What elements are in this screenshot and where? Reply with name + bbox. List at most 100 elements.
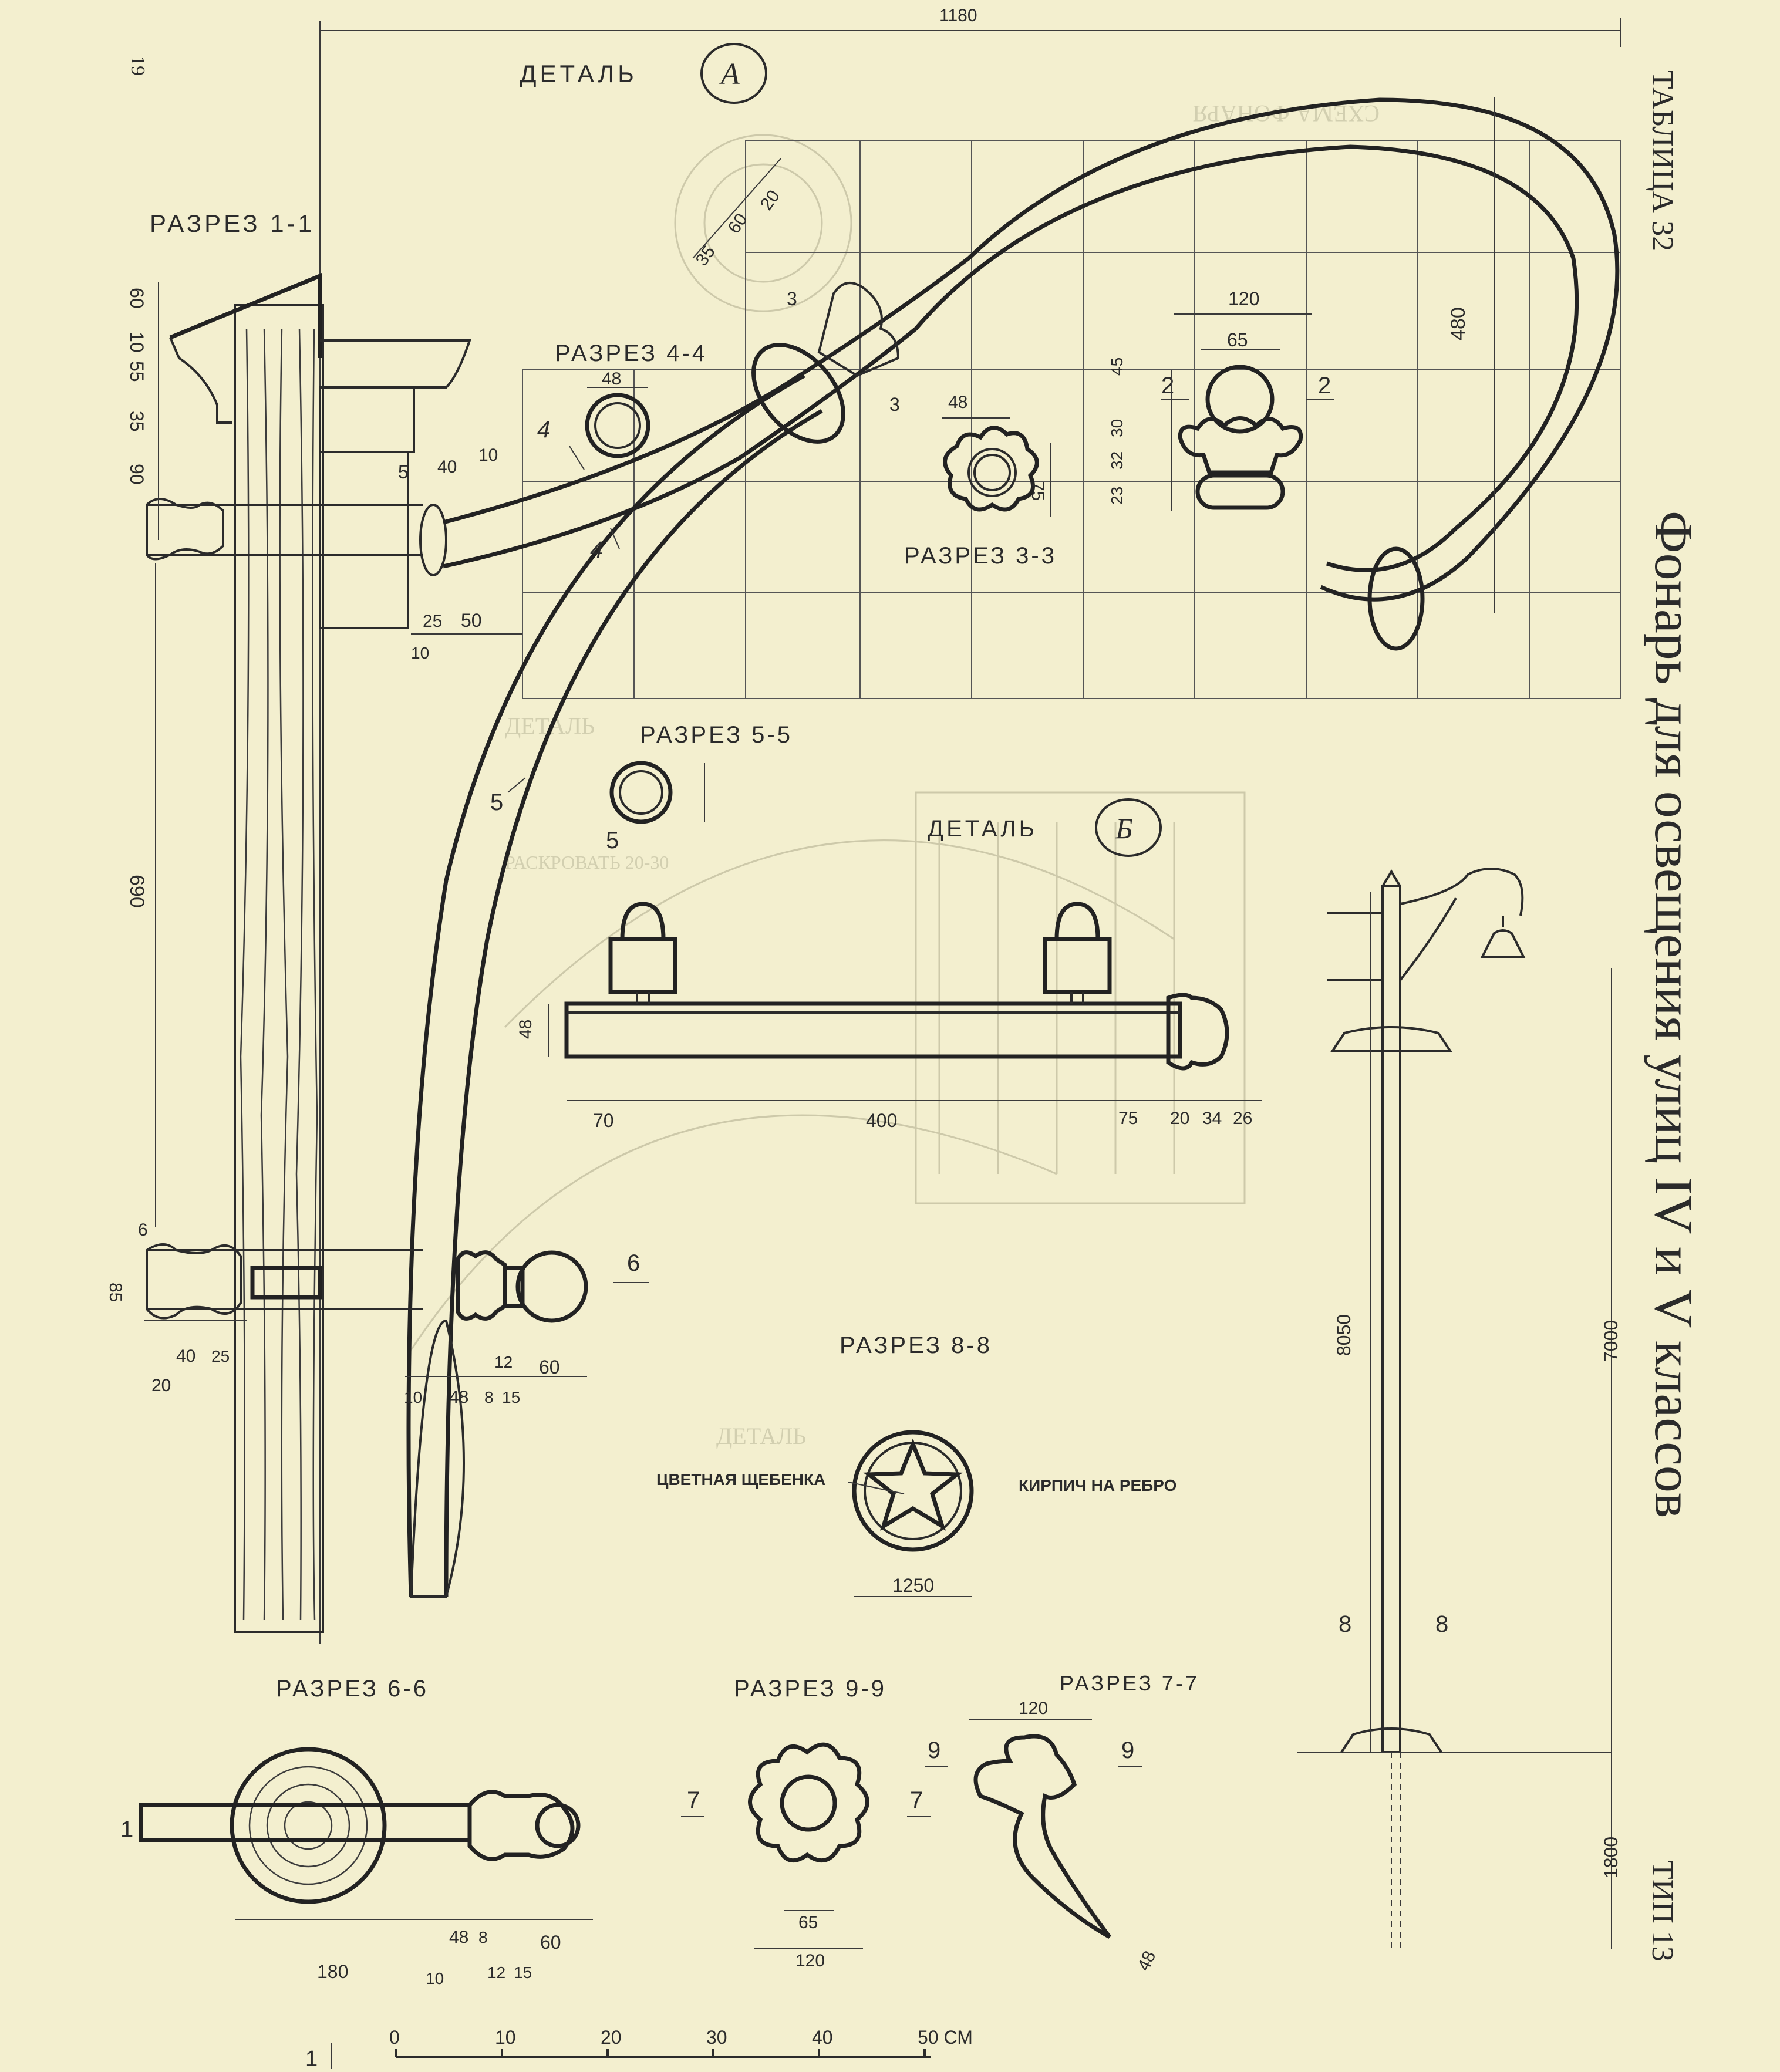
mark-4-b: 4 [590, 537, 603, 563]
lower-knob-ball [515, 1250, 588, 1323]
base-inner-ring [864, 1442, 962, 1540]
wood-grain-4 [295, 328, 304, 1621]
sec-3-3-hole-inner [973, 454, 1011, 491]
dim-7-7-120: 120 [1019, 1699, 1048, 1718]
bleed-through-layer: СХЕМА ФОНАРЯ ДЕТАЛЬ РАСКРОВАТЬ 20-30 ДЕТ… [410, 100, 1380, 1449]
lamp-ball [1205, 365, 1275, 434]
dim-left-25: 25 [211, 1347, 230, 1365]
dim-arc-60: 60 [724, 210, 751, 237]
mark-3-b: 3 [889, 394, 900, 415]
dim-knob-10: 10 [404, 1388, 422, 1406]
support-foot [409, 1319, 465, 1598]
sec-9-9-hole [780, 1774, 837, 1832]
section-4-4: РАЗРЕЗ 4-4 48 [555, 340, 705, 458]
lamp-foot [1340, 1727, 1442, 1753]
detail-b-label: ДЕТАЛЬ [928, 816, 1037, 842]
lamp-base-ring [1195, 473, 1285, 510]
insulator-left-body [608, 937, 677, 994]
lamp-crossbars [1327, 912, 1383, 981]
dim-6-6-15: 15 [514, 1963, 532, 1982]
sec-3-3-hole [967, 448, 1017, 497]
scale-tick-label: 30 [706, 2027, 727, 2048]
mark-4-a: 4 [537, 417, 550, 443]
sec-7-7-profile [973, 1734, 1111, 1939]
mark-7-b: 7 [910, 1787, 923, 1813]
bracket-flange [146, 498, 224, 561]
dim-arc-480: 480 [1447, 307, 1469, 340]
dim-cap-60: 60 [126, 288, 147, 309]
sec-5-5-label: РАЗРЕЗ 5-5 [640, 722, 793, 748]
lower-knob-neck [503, 1266, 525, 1308]
dim-left-20: 20 [151, 1376, 171, 1395]
dim-6-6-48: 48 [449, 1928, 468, 1947]
sec-6-6-bolt [139, 1803, 472, 1842]
dim-6-6-180: 180 [317, 1961, 348, 1982]
scale-tick-label: 40 [812, 2027, 833, 2048]
bracket-arms: 3 3 4 4 5 35 60 20 480 [406, 97, 1620, 1598]
dim-bracket-25: 25 [423, 612, 442, 631]
dim-8-8-1250: 1250 [892, 1575, 934, 1596]
mark-3-a: 3 [787, 288, 797, 309]
note-gravel-leader [848, 1482, 905, 1494]
scale-tick-label: 10 [495, 2027, 516, 2048]
mark-9-a: 9 [928, 1737, 940, 1763]
cap-profile-left [169, 337, 232, 424]
dim-lamp-7000: 7000 [1600, 1320, 1621, 1362]
mark-5-top: 5 [398, 461, 409, 482]
dim-bracket-10b: 10 [411, 644, 429, 662]
section-8-8: РАЗРЕЗ 8-8 1250 ЦВЕТНАЯ ЩЕБЕНКА КИРПИЧ Н… [656, 1332, 1176, 1597]
section-1-1: РАЗРЕЗ 1-1 60 10 55 35 90 690 5 40 10 25… [126, 210, 522, 1633]
mark-5-tick [507, 777, 526, 793]
cap-profile-right [320, 339, 471, 389]
lower-bracket-flange [146, 1243, 242, 1320]
dim-lamp-23: 23 [1108, 487, 1126, 505]
dim-knob-8: 8 [484, 1388, 494, 1406]
sec-6-6-log [230, 1747, 387, 1904]
arm-coupling-collar [751, 343, 845, 444]
cap-band [319, 386, 415, 453]
dim-b-400: 400 [866, 1110, 897, 1131]
lower-bracket-tube [147, 1249, 423, 1310]
sec-5-5-ring [609, 761, 673, 824]
arm-ornament [817, 282, 900, 377]
crossbar-tube [564, 1001, 1182, 1059]
dim-knob-12: 12 [494, 1353, 513, 1371]
dim-bracket-40: 40 [437, 457, 457, 477]
dim-4-4-48: 48 [602, 369, 621, 389]
section-9-9: РАЗРЕЗ 9-9 7 7 65 120 [681, 1676, 931, 1970]
dim-b-26: 26 [1233, 1109, 1252, 1128]
dim-cap-90: 90 [126, 464, 147, 485]
sec-6-6-ring-3 [284, 1801, 333, 1850]
wood-grain-2 [260, 328, 269, 1621]
note-colored-gravel: ЦВЕТНАЯ ЩЕБЕНКА [656, 1470, 825, 1489]
dim-b-34: 34 [1202, 1109, 1222, 1128]
dim-lamp-65: 65 [1227, 329, 1248, 350]
sec-4-4-ring [585, 393, 650, 458]
dim-cap-55: 55 [126, 361, 147, 382]
dim-knob-60: 60 [539, 1356, 560, 1378]
lamp-post-shaft [1381, 885, 1401, 1753]
lamp-support [1399, 897, 1457, 981]
grid-frame-upper [745, 140, 1621, 699]
mark-9-b: 9 [1121, 1737, 1134, 1763]
ghost-heading-bottom: ДЕТАЛЬ [716, 1423, 806, 1449]
table-label: ТАБЛИЦА 32 [1646, 70, 1679, 251]
wood-grain-1 [240, 328, 250, 1621]
dim-arc-line [692, 158, 781, 259]
ghost-arc-lower [410, 1114, 1057, 1351]
lamp-scroll-arm [1400, 868, 1524, 916]
ghost-text-block [915, 791, 1246, 1204]
sec-6-6-eye-hole [535, 1803, 581, 1848]
dim-arc-20: 20 [757, 187, 784, 214]
insulator-right-pin [1070, 992, 1084, 1004]
dim-lamp-8050: 8050 [1333, 1314, 1354, 1356]
sec-9-9-rosette [748, 1742, 869, 1862]
dim-b-48: 48 [516, 1020, 535, 1039]
mark-2-a: 2 [1161, 373, 1174, 399]
dim-cap-35: 35 [126, 411, 147, 432]
insulator-right [1043, 902, 1112, 1004]
lamp-hanger-ring [1367, 546, 1425, 651]
sec-5-5-ring-inner [619, 770, 663, 815]
mark-7-a: 7 [687, 1787, 700, 1813]
